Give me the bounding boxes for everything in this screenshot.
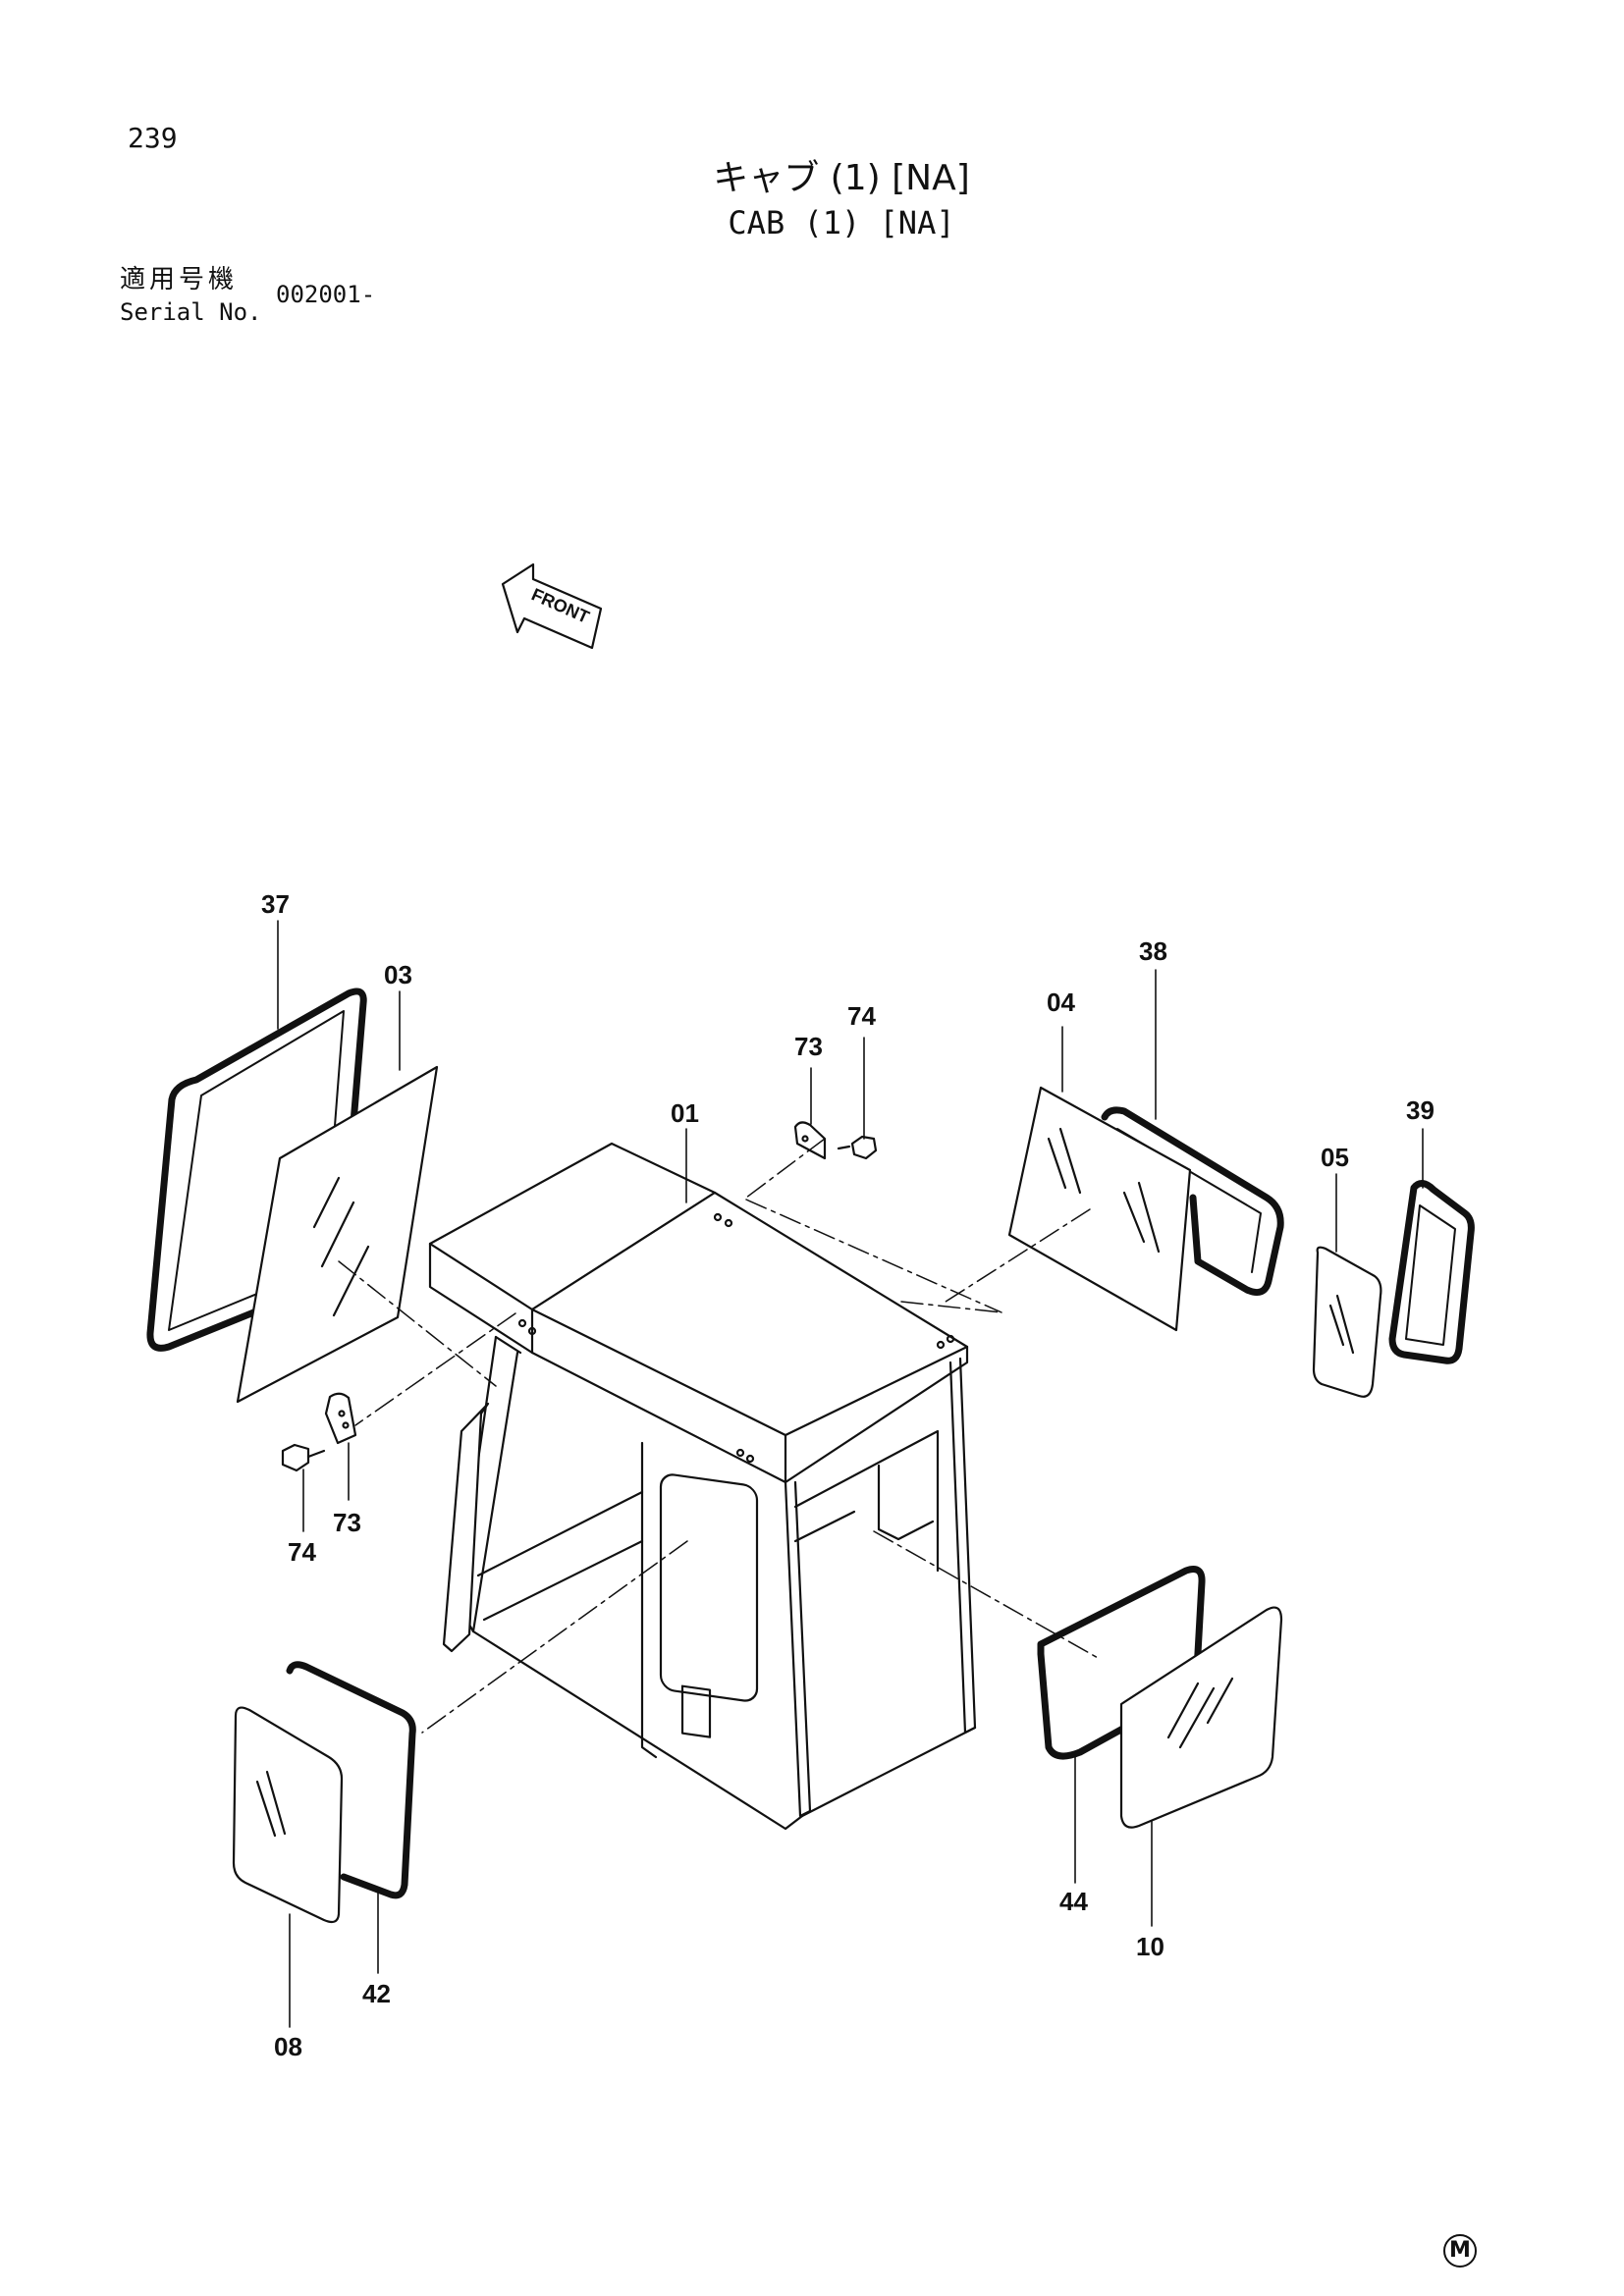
callout-38: 38 (1139, 936, 1167, 966)
callout-39: 39 (1406, 1095, 1435, 1125)
callout-01: 01 (671, 1098, 699, 1128)
bolt-part-74-left (281, 1443, 326, 1472)
callout-10: 10 (1136, 1932, 1164, 1961)
callout-73-top: 73 (794, 1032, 823, 1061)
callout-labels: 37 03 38 04 01 73 74 39 05 73 74 44 10 4… (261, 889, 1435, 2061)
bracket-part-73-top (793, 1121, 827, 1160)
callout-37: 37 (261, 889, 290, 919)
callout-44: 44 (1059, 1887, 1088, 1916)
page-number: 239 (128, 122, 178, 154)
window-glass-part-04 (1007, 1086, 1192, 1332)
callout-03: 03 (384, 960, 412, 989)
page-title-english: CAB (1) [NA] (728, 204, 955, 241)
window-glass-part-03 (236, 1065, 439, 1404)
callout-73-left: 73 (333, 1508, 361, 1537)
cab-frame-part-01 (428, 1142, 977, 1831)
window-glass-part-08 (232, 1706, 344, 1924)
serial-number-value: 002001- (276, 281, 376, 308)
window-seal-part-39 (1388, 1180, 1475, 1364)
callout-74-left: 74 (288, 1537, 316, 1567)
callout-04: 04 (1047, 988, 1075, 1017)
page-title-japanese: キャブ (1) [NA] (713, 158, 970, 198)
leader-lines (277, 920, 1424, 2028)
bolt-part-74-top (837, 1135, 878, 1160)
callout-05: 05 (1321, 1143, 1349, 1172)
serial-label-english: Serial No. (120, 298, 262, 326)
bracket-part-73-left (324, 1392, 357, 1445)
callout-42: 42 (362, 1979, 391, 2008)
window-glass-part-10 (1119, 1606, 1283, 1829)
assembly-lines (338, 1138, 1101, 1734)
callout-08: 08 (274, 2032, 302, 2061)
callout-74-top: 74 (847, 1001, 876, 1031)
footer-circled-mark: M (1443, 2234, 1477, 2268)
front-arrow-icon: FRONT (501, 562, 603, 650)
window-glass-part-05 (1312, 1246, 1382, 1398)
serial-label-japanese: 適用号機 (120, 265, 239, 294)
window-seal-part-42 (286, 1661, 416, 1899)
